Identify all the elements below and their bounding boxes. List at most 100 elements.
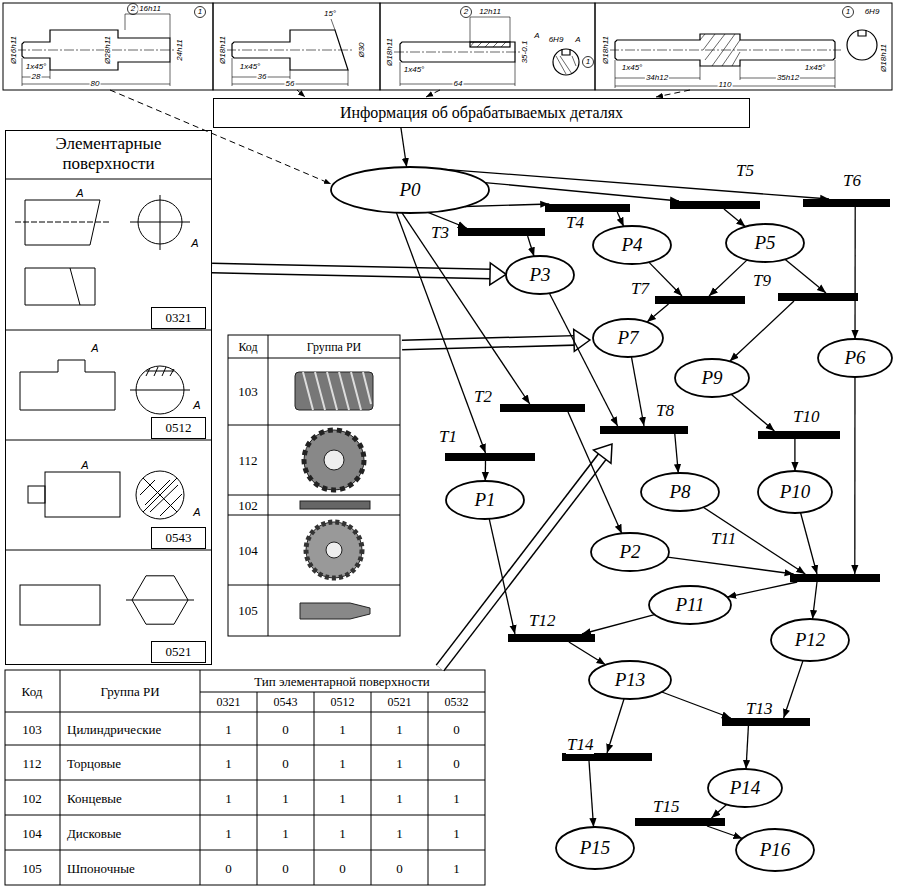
table-cell: 0521 — [387, 696, 413, 708]
table-cell: 0543 — [273, 696, 299, 708]
surface-sketch — [130, 390, 190, 391]
part-drawing — [562, 49, 570, 55]
arc-arrow — [444, 169, 829, 199]
dimension-label: 80 — [90, 80, 101, 88]
dimension-label: Ø18h11 — [602, 35, 610, 65]
arc-arrow — [784, 661, 803, 718]
arc-arrow — [402, 213, 530, 404]
place-ellipse: P8 — [640, 472, 720, 512]
table-cell: Дисковые — [66, 826, 122, 839]
transition-bar: T11 — [790, 574, 880, 582]
arc-arrow — [709, 260, 747, 296]
tool-icon — [303, 372, 371, 410]
arc-arrow — [589, 761, 594, 827]
arc-arrow — [582, 615, 655, 634]
arc-arrow — [528, 236, 534, 256]
surface-sketch — [20, 360, 115, 410]
surface-code-box: 0521 — [151, 641, 206, 663]
callout-number: 1 — [845, 8, 851, 16]
transition-bar: T12 — [508, 634, 595, 642]
place-label: P1 — [474, 489, 495, 511]
transition-bar: T4 — [545, 204, 630, 212]
place-ellipse: P1 — [445, 480, 525, 520]
place-outline — [726, 224, 804, 262]
transition-bar: T3 — [458, 228, 545, 236]
dimension-label: Ø18h11 — [386, 37, 394, 67]
drawing-frame — [595, 3, 892, 90]
panel-heading: Элементарные поверхности — [34, 134, 184, 175]
place-ellipse: P4 — [592, 225, 672, 265]
arc-arrow — [607, 699, 624, 753]
arc-arrow — [402, 213, 530, 404]
table-cell: 0321 — [216, 696, 242, 708]
dimension-label: 24h11 — [176, 38, 184, 62]
drawing-frame — [380, 3, 595, 90]
transition-bar: T15 — [635, 818, 725, 826]
table-grid — [60, 670, 428, 885]
table-cell: 105 — [237, 604, 259, 617]
arc-arrow — [617, 212, 623, 226]
place-label: P0 — [399, 179, 420, 201]
arc-arrow — [631, 357, 644, 426]
table-cell: 0 — [281, 722, 290, 735]
place-label: P15 — [580, 837, 611, 859]
place-ellipse: P3 — [505, 255, 575, 295]
transition-bar: T6 — [803, 199, 890, 207]
arc-arrow — [801, 513, 817, 574]
surface-sketch — [25, 200, 100, 245]
dimension-label: 1x45° — [25, 63, 48, 71]
place-label: P6 — [844, 347, 865, 369]
arc-arrow — [731, 394, 774, 431]
arc-arrow — [647, 304, 668, 322]
tool-icon — [306, 522, 362, 578]
table-grid — [5, 692, 485, 850]
arc-arrow — [662, 692, 731, 718]
tool-icon — [304, 430, 364, 490]
place-ellipse: P10 — [757, 470, 833, 514]
arc-arrow — [731, 394, 774, 431]
arc-arrow — [649, 262, 682, 296]
arc-arrow — [707, 826, 742, 838]
arc-arrow — [485, 461, 486, 481]
table-grid — [228, 335, 400, 636]
table-cell: 112 — [21, 756, 42, 769]
arc-arrow — [854, 377, 855, 574]
place-ellipse: P14 — [707, 768, 783, 808]
dimension-label: Ø16h11 — [10, 35, 18, 65]
callout-circle — [843, 7, 854, 18]
dimension-label: 6H9 — [548, 36, 565, 44]
table-cell: 1 — [224, 722, 233, 735]
transition-label: T8 — [655, 402, 675, 420]
arc-arrow — [444, 169, 829, 199]
callout-circle — [128, 4, 139, 15]
surface-sketch — [15, 222, 110, 223]
dimension-label: Ø18h11 — [880, 43, 888, 73]
place-ellipse: P0 — [330, 166, 490, 214]
table-grid — [5, 670, 485, 885]
hollow-arrow — [212, 263, 506, 285]
arc-arrow — [489, 519, 515, 634]
surface-sketch — [70, 268, 80, 305]
view-letter: A — [90, 343, 99, 354]
center-line — [16, 50, 176, 51]
table-cell: 0532 — [444, 696, 470, 708]
dimension-line — [470, 17, 510, 42]
table-cell: Шпоночные — [66, 861, 136, 874]
callout-circle — [583, 57, 594, 68]
dimension-label: 56 — [285, 80, 296, 88]
table-cell: 112 — [237, 454, 258, 467]
table-cell: 1 — [224, 756, 233, 769]
transition-bar: T1 — [445, 453, 535, 461]
arc-arrow — [675, 434, 678, 473]
hollow-arrow — [574, 329, 590, 351]
tool-icon — [326, 542, 342, 558]
transition-label: T5 — [735, 162, 755, 180]
view-letter: A — [192, 400, 201, 411]
surface-sketch — [160, 195, 161, 250]
callout-circle — [461, 7, 472, 18]
transition-label: T10 — [792, 408, 820, 426]
view-letter: A — [75, 188, 84, 199]
arc-arrow — [465, 204, 549, 207]
dimension-label: 16h11 — [138, 5, 162, 13]
center-line — [16, 50, 841, 52]
